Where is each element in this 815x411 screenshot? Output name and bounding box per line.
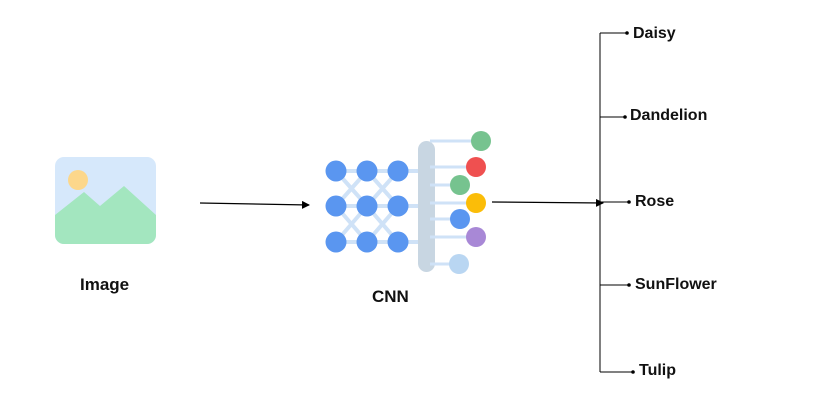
cnn-output-node — [450, 175, 470, 195]
cnn-layer-bar — [418, 141, 435, 272]
cnn-output-node — [450, 209, 470, 229]
cnn-output-node — [466, 193, 486, 213]
branch-dot — [627, 283, 631, 287]
branch-dot — [625, 31, 629, 35]
cnn-neuron — [325, 231, 347, 253]
class-label-daisy: Daisy — [633, 25, 676, 42]
cnn-neuron — [387, 195, 409, 217]
cnn-outputs — [449, 131, 491, 274]
cnn-neuron — [325, 195, 347, 217]
cnn-neuron — [387, 231, 409, 253]
cnn-output-node — [466, 227, 486, 247]
cnn-neuron — [387, 160, 409, 182]
branch-dot — [627, 200, 631, 204]
input-arrow — [199, 200, 310, 209]
cnn-neuron — [356, 160, 378, 182]
branch-dot — [631, 370, 635, 374]
branch-dots — [623, 31, 635, 374]
class-bracket — [599, 32, 633, 373]
class-label-dandelion: Dandelion — [630, 107, 708, 124]
image-label: Image — [80, 275, 130, 294]
branch-dot — [623, 115, 627, 119]
cnn-output-node — [466, 157, 486, 177]
cnn-connections — [334, 169, 426, 244]
cnn-neuron — [356, 231, 378, 253]
cnn-neurons — [325, 160, 409, 253]
image-sun — [68, 170, 88, 190]
cnn-label: CNN — [372, 287, 409, 306]
cnn-output-node — [471, 131, 491, 151]
cnn-icon — [325, 131, 491, 274]
cnn-output-node — [449, 254, 469, 274]
image-icon — [55, 157, 156, 244]
output-arrow — [491, 198, 604, 207]
class-label-sunflower: SunFlower — [635, 276, 717, 293]
class-label-tulip: Tulip — [639, 362, 677, 379]
class-label-rose: Rose — [635, 193, 675, 210]
cnn-neuron — [325, 160, 347, 182]
image-mountain — [55, 186, 156, 244]
cnn-neuron — [356, 195, 378, 217]
